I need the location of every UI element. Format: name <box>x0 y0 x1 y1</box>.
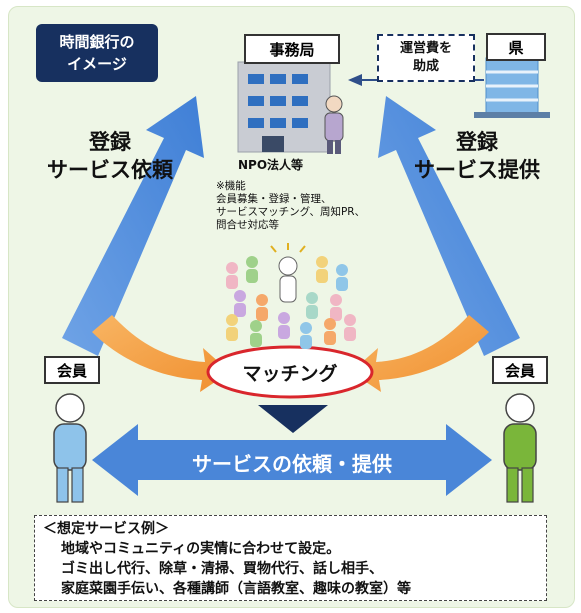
right-registration-arrow <box>378 96 520 356</box>
title-line2: イメージ <box>67 55 127 73</box>
left-flow-label: 登録 サービス依頼 <box>30 128 190 184</box>
left-registration-arrow <box>62 96 204 356</box>
left-flow-line1: 登録 <box>89 130 131 154</box>
member-right-label: 会員 <box>492 356 548 384</box>
exchange-label: サービスの依頼・提供 <box>192 452 392 476</box>
right-flow-label: 登録 サービス提供 <box>392 128 562 184</box>
subsidy-line1: 運営費を <box>399 41 452 56</box>
prefecture-label: 県 <box>486 33 546 61</box>
right-flow-line1: 登録 <box>456 130 498 154</box>
title-line1: 時間銀行の <box>59 33 135 51</box>
staff-person-icon <box>324 95 344 154</box>
subsidy-line2: 助成 <box>412 59 439 74</box>
left-matching-arrow <box>92 315 230 392</box>
title-box: 時間銀行の イメージ <box>36 24 158 82</box>
matching-label: マッチング <box>242 363 338 385</box>
subsidy-box: 運営費を 助成 <box>377 34 475 82</box>
member-person-right-icon <box>503 393 537 503</box>
functions-line4: 問合せ対応等 <box>216 219 279 231</box>
examples-heading: ＜想定サービス例＞ <box>43 521 169 537</box>
org-label: NPO法人等 <box>238 158 304 172</box>
office-building-icon <box>237 61 331 153</box>
functions-line1: ※機能 <box>216 180 246 192</box>
right-flow-line2: サービス提供 <box>414 158 540 182</box>
down-triangle-icon <box>258 405 328 433</box>
examples-line3: 家庭菜園手伝い、各種講師（言語教室、趣味の教室）等 <box>61 581 411 597</box>
matching-ellipse <box>206 345 374 399</box>
functions-line2: 会員募集・登録・管理、 <box>216 193 332 205</box>
examples-line1: 地域やコミュニティの実情に合わせて設定。 <box>61 541 341 557</box>
right-matching-arrow <box>351 315 489 392</box>
left-flow-line2: サービス依頼 <box>47 158 173 182</box>
service-examples-box: ＜想定サービス例＞ 地域やコミュニティの実情に合わせて設定。 ゴミ出し代行、除草… <box>34 515 547 601</box>
office-label: 事務局 <box>244 34 340 64</box>
examples-line2: ゴミ出し代行、除草・清掃、買物代行、話し相手、 <box>61 561 383 577</box>
crowd-icon <box>226 243 356 349</box>
exchange-double-arrow <box>92 424 492 496</box>
member-person-left-icon <box>53 393 87 503</box>
member-left-label: 会員 <box>44 356 100 384</box>
prefecture-building-icon <box>474 57 550 118</box>
functions-note: ※機能 会員募集・登録・管理、 サービスマッチング、周知PR、 問合せ対応等 <box>216 180 365 232</box>
functions-line3: サービスマッチング、周知PR、 <box>216 206 366 218</box>
